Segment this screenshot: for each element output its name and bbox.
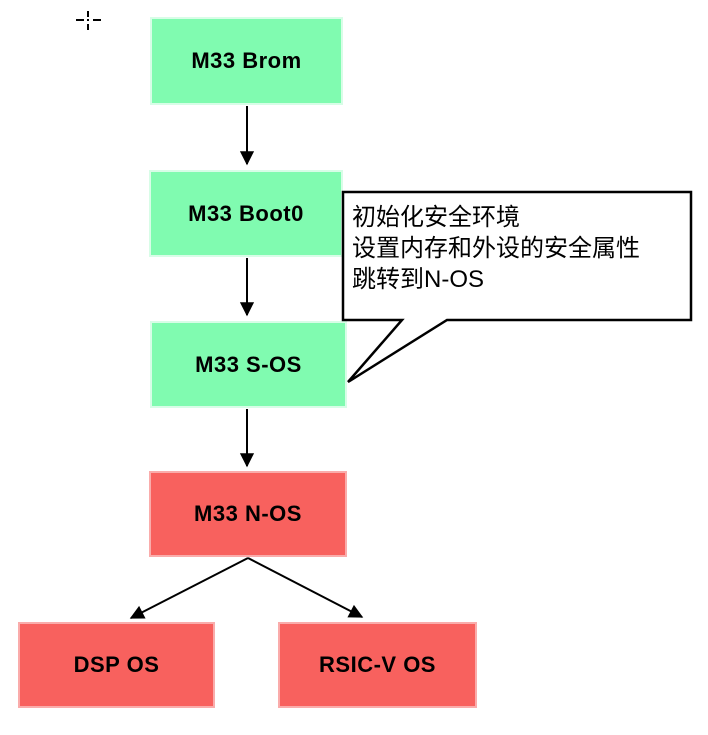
crosshair-cursor-icon bbox=[76, 11, 101, 30]
node-rsic-v-os[interactable]: RSIC-V OS bbox=[278, 622, 477, 708]
node-dsp-os-label: DSP OS bbox=[73, 652, 160, 677]
node-rsic-v-os-label: RSIC-V OS bbox=[319, 652, 436, 677]
node-m33-n-os[interactable]: M33 N-OS bbox=[149, 471, 347, 557]
node-m33-boot0-label: M33 Boot0 bbox=[188, 200, 304, 226]
node-m33-brom-label: M33 Brom bbox=[191, 48, 302, 73]
node-m33-s-os[interactable]: M33 S-OS bbox=[150, 321, 347, 408]
callout-line-1: 初始化安全环境 bbox=[352, 204, 520, 231]
callout-line-3: 跳转到N-OS bbox=[352, 266, 484, 293]
arrow-nos-to-dsp bbox=[129, 557, 249, 619]
node-m33-n-os-label: M33 N-OS bbox=[194, 501, 302, 526]
node-dsp-os[interactable]: DSP OS bbox=[18, 622, 215, 708]
callout-line-2: 设置内存和外设的安全属性 bbox=[352, 235, 640, 262]
node-m33-boot0[interactable]: M33 Boot0 bbox=[149, 170, 343, 257]
node-m33-s-os-label: M33 S-OS bbox=[195, 351, 302, 377]
callout-annotation: 初始化安全环境 设置内存和外设的安全属性 跳转到N-OS bbox=[352, 202, 686, 295]
arrow-nos-to-riscv bbox=[247, 557, 364, 618]
node-m33-brom[interactable]: M33 Brom bbox=[150, 17, 343, 105]
